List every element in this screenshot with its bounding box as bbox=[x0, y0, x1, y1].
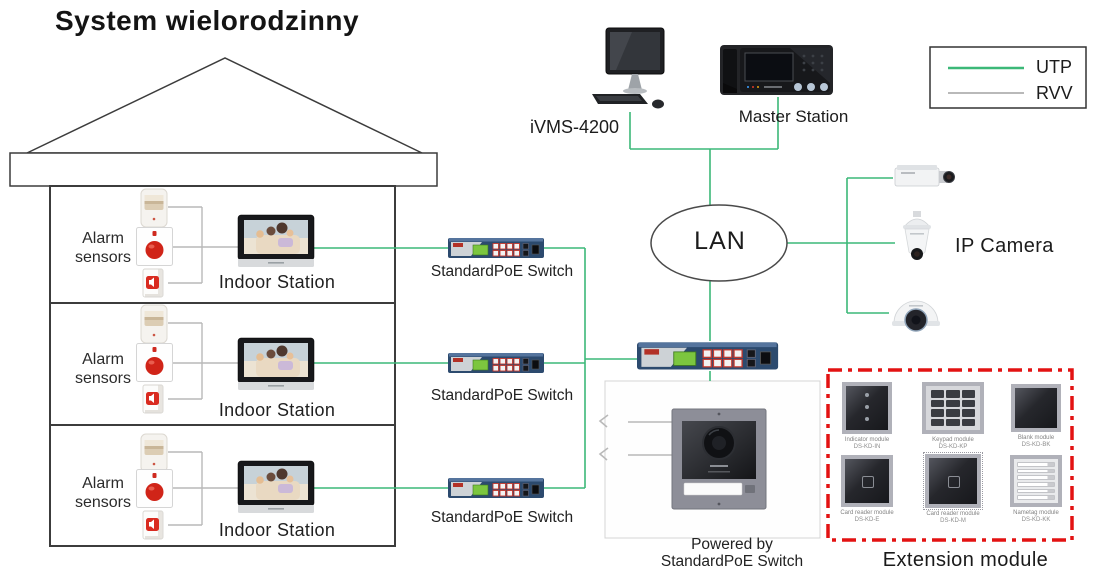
ivms-label: iVMS-4200 bbox=[530, 117, 620, 137]
poe-switch-label: StandardPoE Switch bbox=[430, 263, 574, 280]
master-station-device bbox=[719, 44, 834, 96]
door-station-device bbox=[671, 408, 767, 510]
nametag-module-icon bbox=[1010, 455, 1062, 507]
indoor-station-label: Indoor Station bbox=[218, 400, 336, 420]
master-station-label: Master Station bbox=[738, 107, 849, 126]
keypad-module-card: Keypad module DS-KD-KP bbox=[913, 382, 993, 451]
poe-switch-label: StandardPoE Switch bbox=[430, 387, 574, 404]
page-title: System wielorodzinny bbox=[55, 5, 360, 36]
box-camera-icon bbox=[894, 164, 955, 187]
dome-camera-icon bbox=[891, 300, 941, 332]
rvv-lines bbox=[168, 206, 673, 526]
indoor-station-label: Indoor Station bbox=[218, 272, 336, 292]
utp-lines bbox=[314, 97, 895, 489]
indicator-module-card: Indicator module DS-KD-IN bbox=[828, 382, 906, 451]
ivms-computer-device bbox=[591, 27, 665, 109]
card-reader-module-icon bbox=[923, 452, 983, 510]
alarm-sensors-label: Alarm sensors bbox=[74, 475, 132, 511]
indoor-station-label: Indoor Station bbox=[218, 520, 336, 540]
lan-label: LAN bbox=[694, 227, 746, 255]
house-outline bbox=[9, 57, 438, 547]
alarm-sensors-label: Alarm sensors bbox=[74, 230, 132, 266]
ip-camera-label: IP Camera bbox=[955, 235, 1054, 257]
extension-module-box bbox=[826, 368, 1074, 542]
keypad-module-icon bbox=[922, 382, 984, 434]
card-reader-module-icon bbox=[841, 455, 893, 507]
main-poe-switch-device bbox=[636, 341, 779, 371]
blank-module-icon bbox=[1011, 384, 1061, 432]
indicator-module-icon bbox=[842, 382, 892, 434]
legend-box bbox=[929, 46, 1087, 109]
extension-module-title: Extension module bbox=[882, 549, 1049, 571]
blank-module-card: Blank module DS-KD-BK bbox=[1000, 384, 1072, 449]
alarm-sensors-label: Alarm sensors bbox=[74, 351, 132, 387]
poe-switch-label: StandardPoE Switch bbox=[430, 509, 574, 526]
legend-rvv-label: RVV bbox=[1036, 83, 1073, 103]
lan-cloud bbox=[650, 204, 788, 282]
card-reader-module-card: Card reader module DS-KD-M bbox=[913, 452, 993, 525]
legend-utp-label: UTP bbox=[1036, 57, 1072, 77]
indoor-station-device bbox=[237, 214, 315, 514]
card-reader-module-card: Card reader module DS-KD-E bbox=[828, 455, 906, 524]
ptz-camera-icon bbox=[902, 210, 932, 261]
nametag-module-card: Nametag module DS-KD-KK bbox=[1000, 455, 1072, 524]
powered-by-label: Powered by StandardPoE Switch bbox=[660, 536, 804, 570]
